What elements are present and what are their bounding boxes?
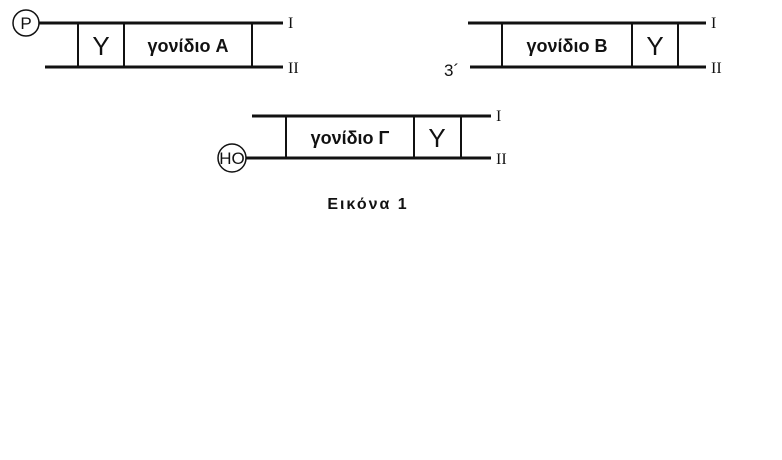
figure-caption: Εικόνα 1: [327, 196, 408, 213]
dna-diagram-gene-g: HO γονίδιο Γ Y I II: [217, 108, 507, 173]
strand-i-label: I: [711, 15, 716, 32]
sequence-y-label: Y: [646, 31, 663, 61]
three-prime-label: 3´: [444, 61, 459, 80]
dna-diagram-gene-b: 3´ γονίδιο B Y I II: [444, 15, 722, 80]
strand-ii-label: II: [711, 60, 722, 77]
dna-diagram-gene-a: P Y γονίδιο A I II: [12, 9, 299, 77]
hydroxyl-circle: [217, 143, 247, 173]
hydroxyl-label: HO: [219, 149, 245, 168]
sequence-y-label: Y: [428, 123, 445, 153]
strand-ii-label: II: [288, 60, 299, 77]
sequence-y-label: Y: [92, 31, 109, 61]
gene-g-label: γονίδιο Γ: [311, 128, 390, 148]
strand-i-label: I: [288, 15, 293, 32]
strand-i-label: I: [496, 108, 501, 125]
gene-b-label: γονίδιο B: [527, 36, 608, 56]
phosphate-label: P: [20, 14, 31, 33]
phosphate-circle: [12, 9, 40, 37]
strand-ii-label: II: [496, 151, 507, 168]
gene-a-label: γονίδιο A: [148, 36, 229, 56]
